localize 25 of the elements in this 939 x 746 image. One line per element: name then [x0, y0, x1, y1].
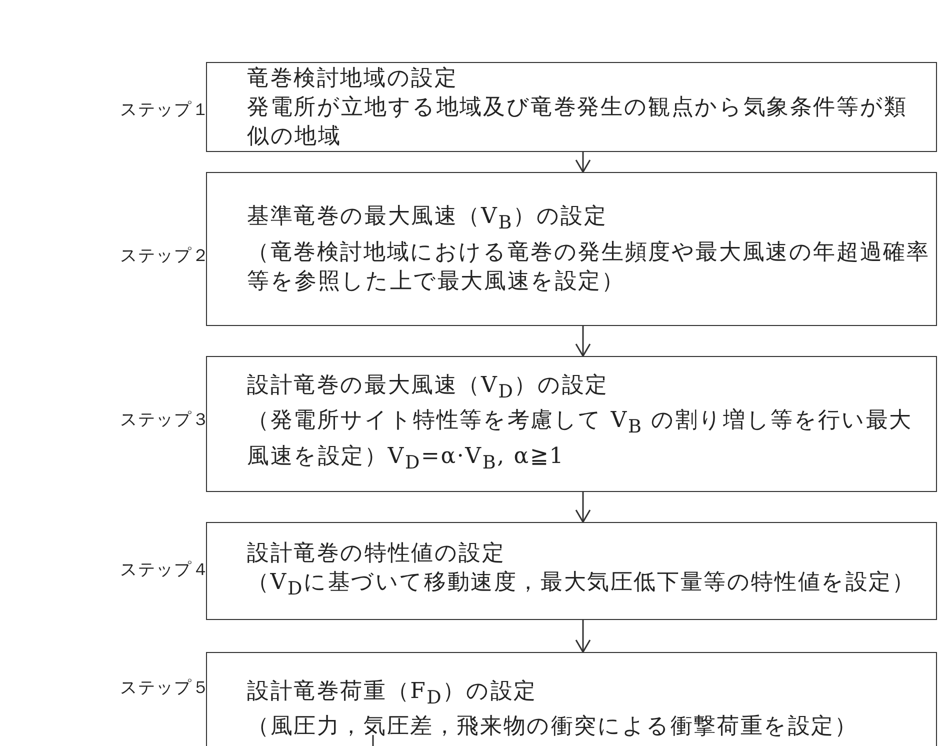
step-description: （V$_{D}$に基づいて移動速度，最大気圧低下量等の特性値を設定） — [247, 568, 916, 602]
step-label: ステップ１ — [120, 99, 210, 121]
arrow — [575, 492, 591, 523]
step-label: ステップ４ — [120, 559, 210, 581]
step-heading: 竜巻検討地域の設定 — [247, 64, 459, 92]
step-heading: 設計竜巻荷重（F$_{D}$）の設定 — [247, 678, 538, 710]
process-box — [206, 62, 937, 152]
step-description: （風圧力，気圧差，飛来物の衝突による衝撃荷重を設定） — [247, 713, 859, 742]
step-heading: 基準竜巻の最大風速（V$_{B}$）の設定 — [247, 203, 608, 236]
step-label: ステップ５ — [120, 677, 210, 699]
process-box — [206, 522, 937, 620]
step-label: ステップ２ — [120, 245, 210, 267]
process-box — [206, 172, 937, 326]
arrow — [575, 326, 591, 357]
step-description: （竜巻検討地域における竜巻の発生頻度や最大風速の年超過確率等を参照した上で最大風速を設定） — [247, 238, 930, 296]
step-label: ステップ３ — [120, 409, 210, 431]
step-description: （発電所サイト特性等を考慮して V$_{B}$ の割り増し等を行い最大風速を設定）V$_{D}$=α·V$_{B}$, α≧1 — [247, 407, 914, 476]
process-box — [206, 652, 937, 746]
step-heading: 設計竜巻の特性値の設定 — [247, 540, 506, 568]
step-description: 発電所が立地する地域及び竜巻発生の観点から気象条件等が類似の地域 — [247, 94, 908, 150]
connector-line — [372, 735, 374, 746]
step-heading: 設計竜巻の最大風速（V$_{D}$）の設定 — [247, 372, 610, 404]
process-box — [206, 356, 937, 492]
arrow — [575, 152, 591, 173]
arrow — [575, 620, 591, 653]
